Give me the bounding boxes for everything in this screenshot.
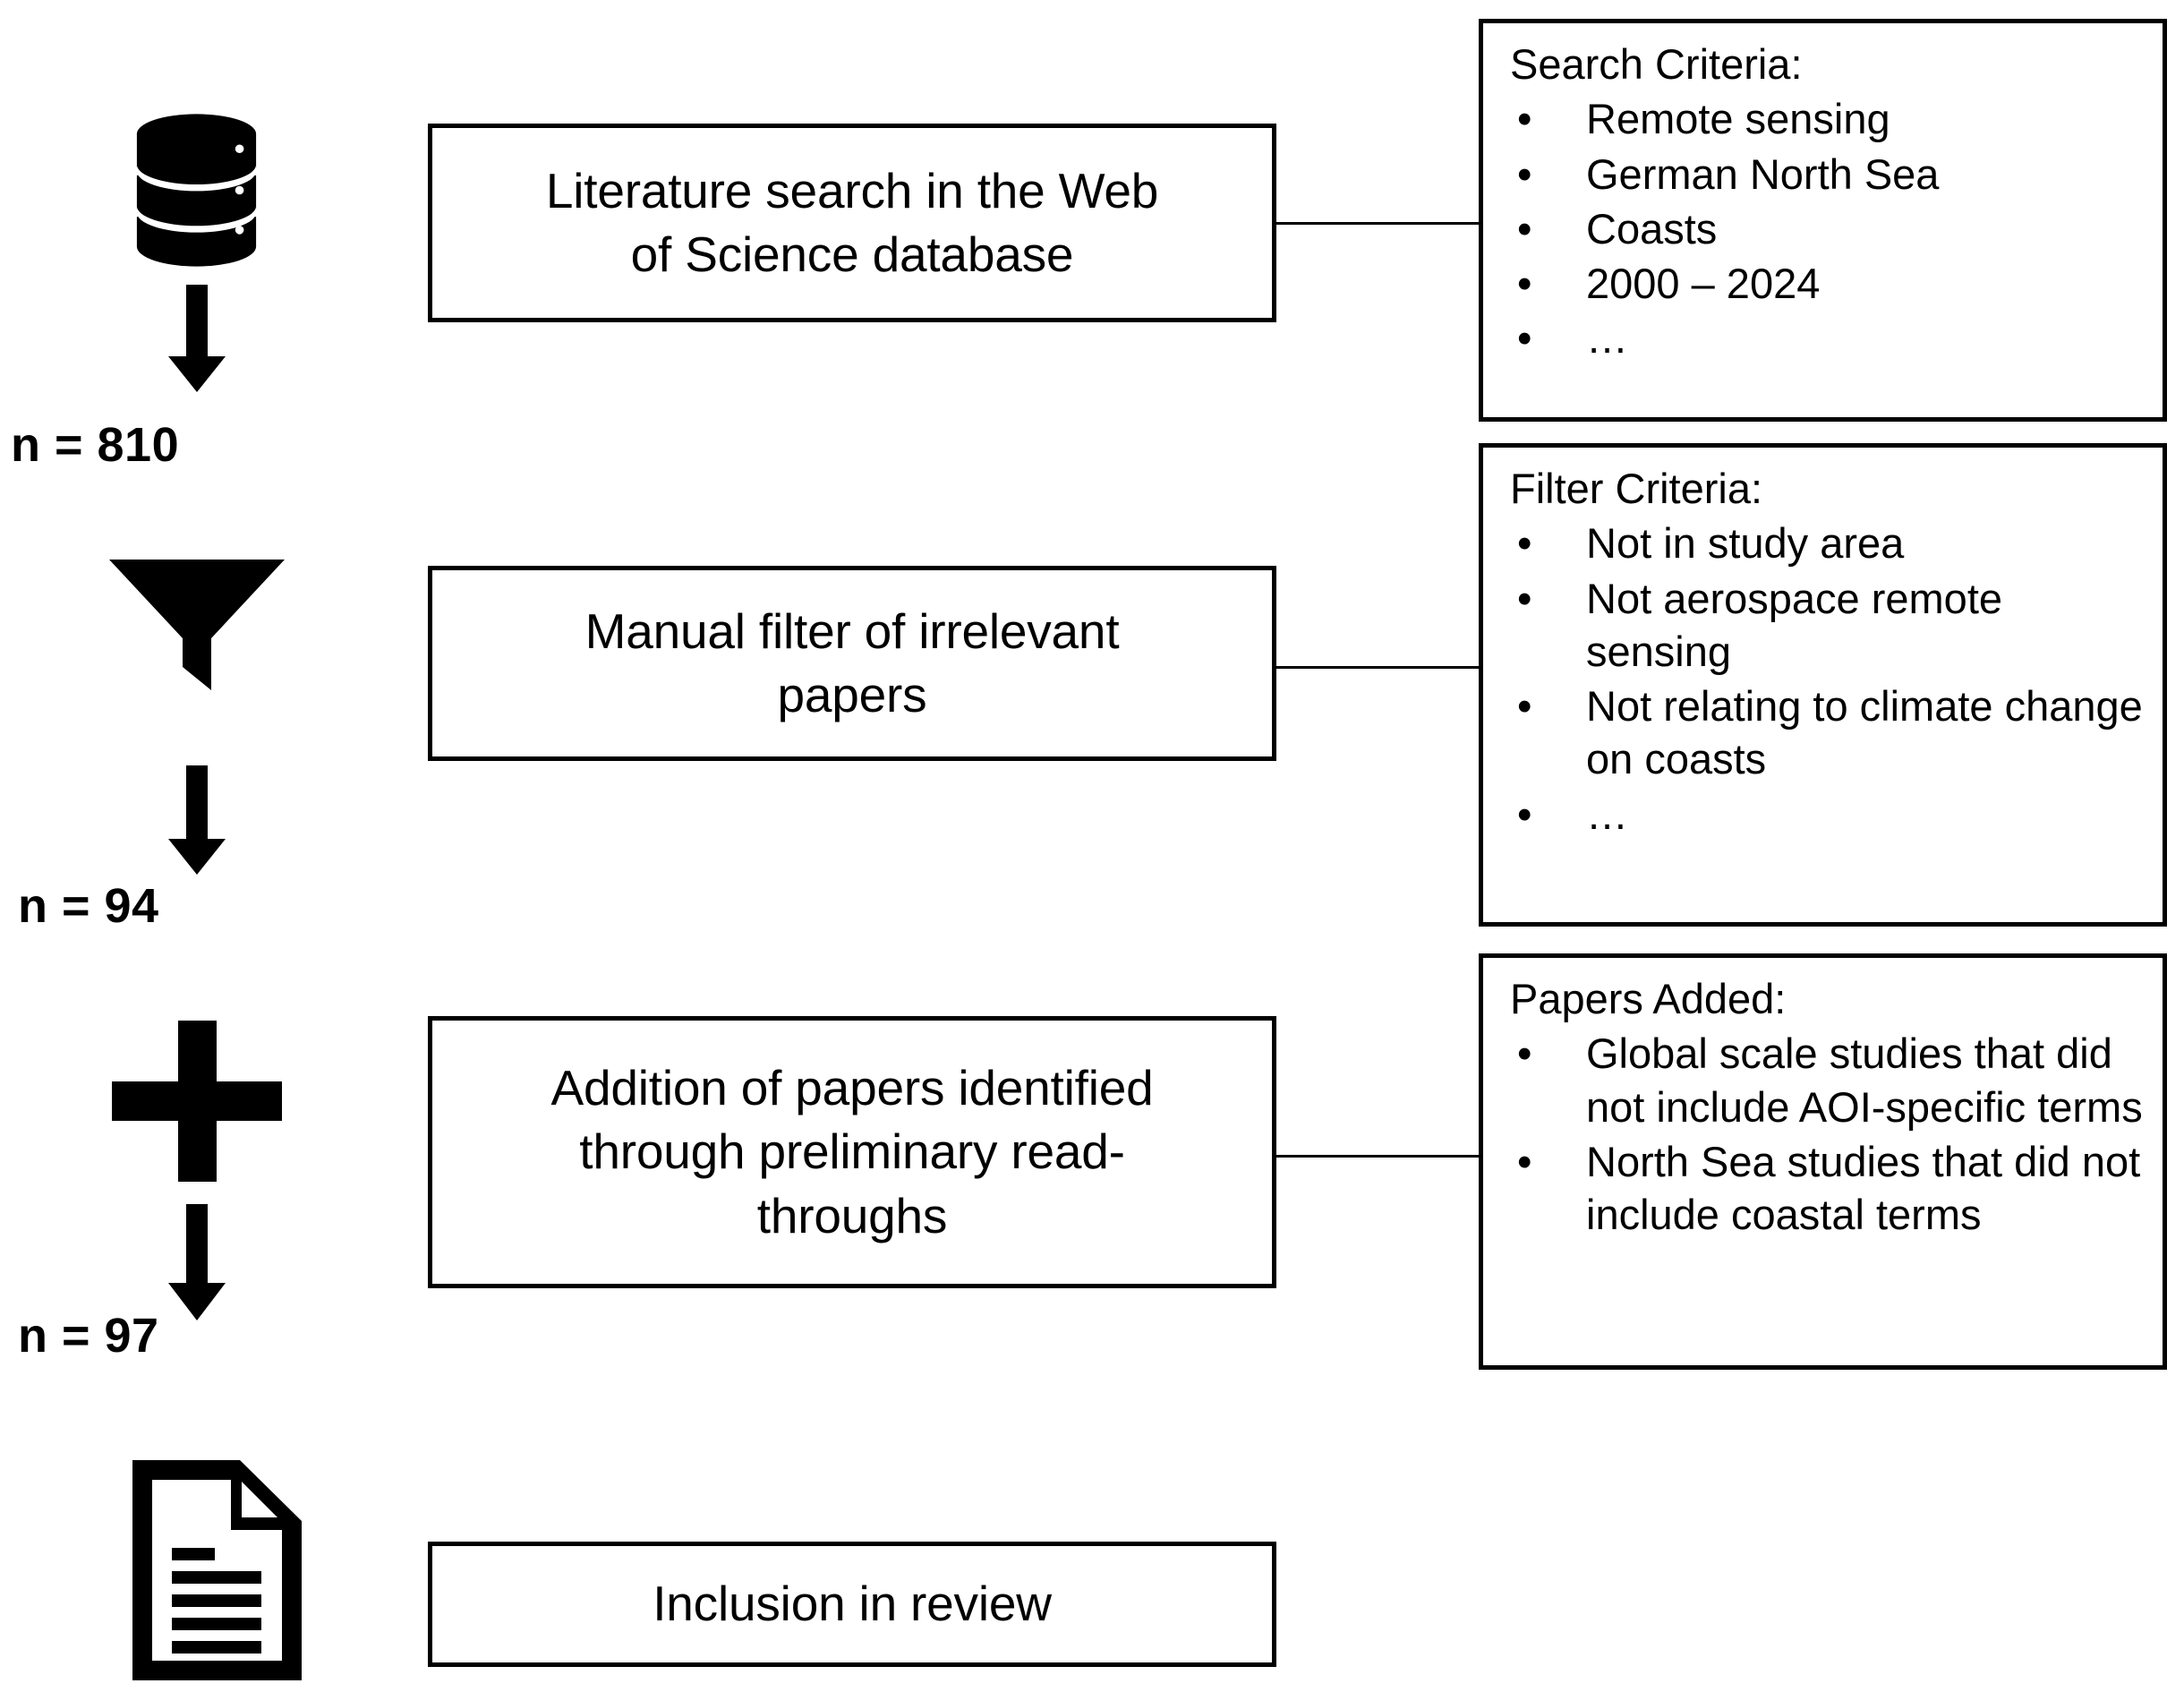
criteria-item-text: … xyxy=(1586,790,1628,838)
criteria-item-text: Not aerospace remote sensing xyxy=(1586,574,2003,675)
arrow-down-icon-3 xyxy=(139,1204,255,1320)
connector-line-filter-criteria xyxy=(1274,666,1481,669)
criteria-list: • Remote sensing • German North Sea • Co… xyxy=(1510,92,2143,364)
criteria-title: Papers Added: xyxy=(1510,975,1787,1022)
process-box-label: Manual filter of irrelevant papers xyxy=(584,602,1120,723)
bullet-icon: • xyxy=(1517,260,1532,308)
criteria-item: • Global scale studies that did not incl… xyxy=(1510,1027,2143,1132)
criteria-item: • Not aerospace remote sensing xyxy=(1510,572,2143,678)
bullet-icon: • xyxy=(1517,204,1532,252)
process-box-label: Inclusion in review xyxy=(653,1576,1052,1632)
bullet-icon: • xyxy=(1517,150,1532,198)
funnel-icon xyxy=(109,560,285,690)
connector-line-search-criteria xyxy=(1274,222,1481,225)
arrow-down-icon-1 xyxy=(139,285,255,392)
criteria-item: • German North Sea xyxy=(1510,148,2143,201)
bullet-icon: • xyxy=(1517,1137,1532,1185)
criteria-item: • 2000 – 2024 xyxy=(1510,257,2143,310)
document-icon xyxy=(125,1455,309,1686)
process-box-label: Literature search in the Web of Science … xyxy=(545,162,1159,283)
criteria-item-text: Not in study area xyxy=(1586,519,1905,568)
criteria-item-text: Remote sensing xyxy=(1586,95,1890,143)
criteria-box-filter[interactable]: Filter Criteria: • Not in study area • N… xyxy=(1479,443,2167,927)
bullet-icon: • xyxy=(1517,790,1532,838)
criteria-item: • Remote sensing xyxy=(1510,92,2143,145)
criteria-item: • Not relating to climate change on coas… xyxy=(1510,679,2143,785)
bullet-icon: • xyxy=(1517,1030,1532,1078)
count-label-2: n = 94 xyxy=(18,879,159,933)
criteria-title: Filter Criteria: xyxy=(1510,465,1763,512)
process-box-label: Addition of papers identified through pr… xyxy=(550,1059,1154,1243)
criteria-item: • Coasts xyxy=(1510,202,2143,255)
process-box-inclusion-in-review[interactable]: Inclusion in review xyxy=(428,1542,1276,1667)
count-label-1: n = 810 xyxy=(11,418,180,472)
criteria-item: • … xyxy=(1510,312,2143,364)
criteria-box-papers-added[interactable]: Papers Added: • Global scale studies tha… xyxy=(1479,953,2167,1370)
bullet-icon: • xyxy=(1517,314,1532,363)
plus-icon xyxy=(112,1021,282,1182)
criteria-item-text: Coasts xyxy=(1586,204,1718,252)
count-label-3: n = 97 xyxy=(18,1309,159,1363)
criteria-item: • … xyxy=(1510,788,2143,841)
criteria-item-text: 2000 – 2024 xyxy=(1586,260,1821,308)
criteria-box-search[interactable]: Search Criteria: • Remote sensing • Germ… xyxy=(1479,19,2167,422)
bullet-icon: • xyxy=(1517,95,1532,143)
database-icon xyxy=(114,107,279,273)
bullet-icon: • xyxy=(1517,682,1532,731)
process-box-addition-of-papers[interactable]: Addition of papers identified through pr… xyxy=(428,1016,1276,1288)
criteria-list: • Global scale studies that did not incl… xyxy=(1510,1027,2143,1241)
process-box-manual-filter[interactable]: Manual filter of irrelevant papers xyxy=(428,566,1276,761)
criteria-item: • Not in study area xyxy=(1510,517,2143,569)
bullet-icon: • xyxy=(1517,519,1532,568)
criteria-item-text: German North Sea xyxy=(1586,150,1940,198)
criteria-item-text: North Sea studies that did not include c… xyxy=(1586,1137,2141,1239)
criteria-title: Search Criteria: xyxy=(1510,40,1803,88)
process-box-literature-search[interactable]: Literature search in the Web of Science … xyxy=(428,124,1276,322)
criteria-item-text: Global scale studies that did not includ… xyxy=(1586,1030,2143,1131)
connector-line-papers-added xyxy=(1274,1155,1481,1158)
bullet-icon: • xyxy=(1517,574,1532,622)
criteria-list: • Not in study area • Not aerospace remo… xyxy=(1510,517,2143,840)
criteria-item-text: Not relating to climate change on coasts xyxy=(1586,682,2143,783)
criteria-item-text: … xyxy=(1586,314,1628,363)
arrow-down-icon-2 xyxy=(139,765,255,875)
criteria-item: • North Sea studies that did not include… xyxy=(1510,1135,2143,1241)
